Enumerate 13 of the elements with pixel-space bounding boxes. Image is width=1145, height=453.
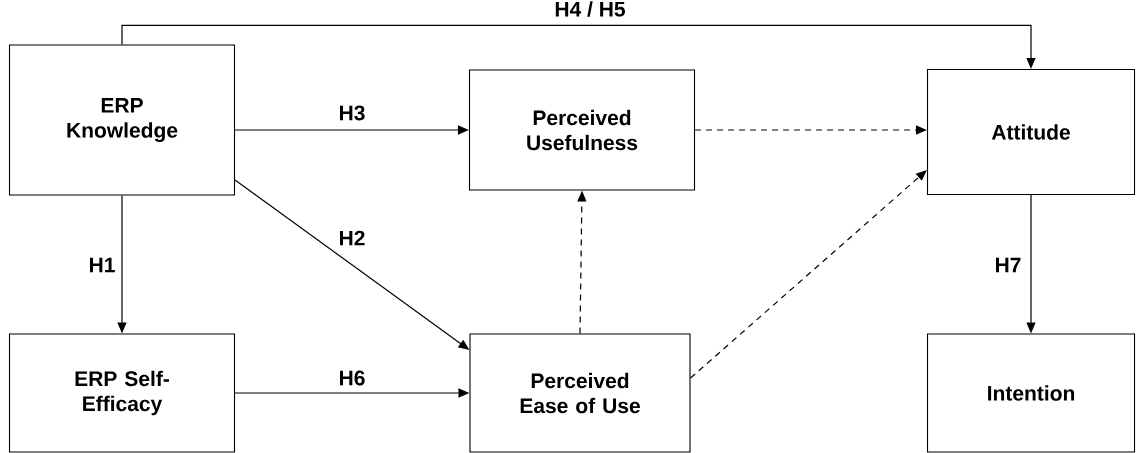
arrow: [689, 170, 927, 379]
edge-label: H7: [996, 257, 1021, 273]
construct-box: ERP Knowledge: [8, 44, 236, 196]
construct-box: Intention: [926, 333, 1136, 453]
construct-box: Perceived Ease of Use: [469, 333, 691, 453]
construct-box: Perceived Usefulness: [468, 69, 696, 191]
edge-label: H4 / H5: [555, 1, 625, 17]
edge-label: H1: [90, 257, 115, 273]
edge-label: H2: [340, 230, 365, 246]
edge-label: H3: [340, 105, 365, 121]
edge-label: H6: [340, 370, 365, 386]
construct-box: Attitude: [926, 68, 1136, 196]
construct-box: ERP Self-Efficacy: [8, 333, 236, 453]
